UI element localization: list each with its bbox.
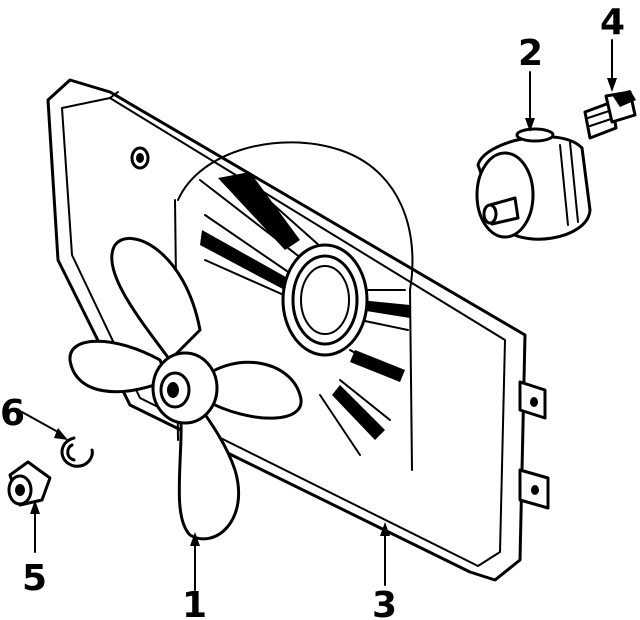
callout-1: 1 [182,585,207,620]
callout-5: 5 [22,558,47,599]
fan-motor[interactable] [475,127,592,241]
callout-4: 4 [600,2,625,43]
fan-shroud[interactable] [46,78,550,582]
motor-bolt[interactable] [583,90,637,140]
callout-3: 3 [372,585,397,620]
retaining-clip[interactable] [60,436,94,468]
leader-lines [21,39,617,591]
spacer[interactable] [7,460,52,507]
callout-6: 6 [0,393,25,434]
callout-2: 2 [518,33,543,74]
fan-blade[interactable] [68,236,303,541]
